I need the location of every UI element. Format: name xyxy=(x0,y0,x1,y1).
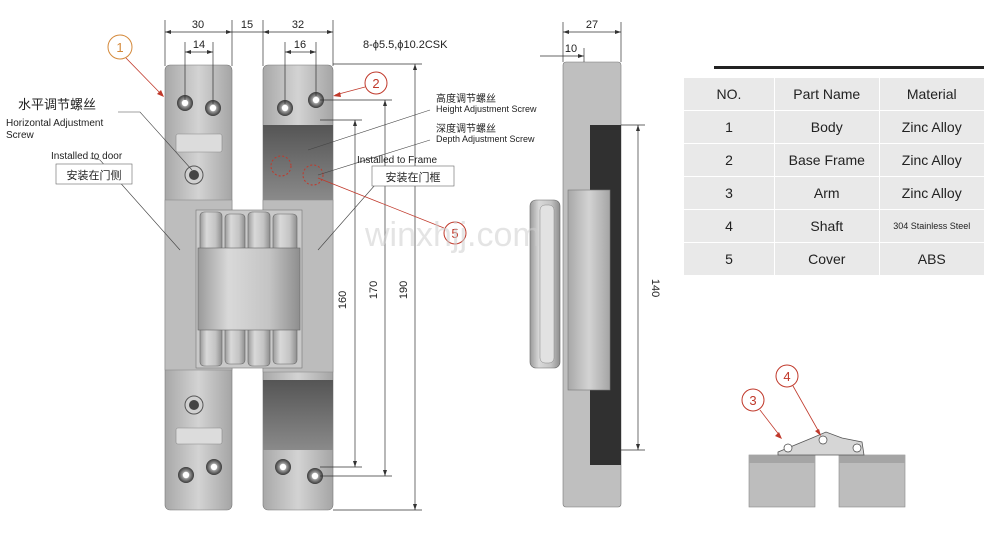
label-door-cn: 安装在门侧 xyxy=(67,168,122,182)
dim-170: 170 xyxy=(368,281,380,299)
header-no: NO. xyxy=(684,78,775,111)
dimension-arrowheads xyxy=(165,30,640,510)
callout-2: 2 xyxy=(333,71,388,97)
label-horizontal-cn: 水平调节螺丝 xyxy=(18,98,96,113)
label-door-cn-box xyxy=(55,163,133,185)
row-2-material: Zinc Alloy xyxy=(878,143,984,177)
watermark: winxhjj.com xyxy=(364,216,541,254)
row-1-material: Zinc Alloy xyxy=(878,110,984,144)
row-5-no: 5 xyxy=(684,242,775,276)
dimension-lines xyxy=(164,20,645,511)
callout-1-number: 1 xyxy=(116,40,123,55)
callout-4-number: 4 xyxy=(783,369,790,384)
header-material: Material xyxy=(878,78,984,111)
row-3-material: Zinc Alloy xyxy=(878,176,984,210)
dim-140: 140 xyxy=(649,279,661,297)
hinge-knuckle-assembly xyxy=(195,209,303,369)
label-depth-en: Depth Adjustment Screw xyxy=(436,134,535,144)
row-2-part: Base Frame xyxy=(774,143,880,177)
dim-right-width: 32 xyxy=(292,19,304,31)
table-top-rule xyxy=(714,66,984,69)
parts-material-table: NO. Part Name Material 1 Body Zinc Alloy… xyxy=(684,78,984,276)
dim-left-hole-spacing: 14 xyxy=(193,39,205,51)
label-frame-cn-box xyxy=(371,165,455,187)
section-view xyxy=(748,431,906,508)
callout-3: 3 xyxy=(741,388,782,439)
dim-190: 190 xyxy=(398,281,410,299)
dim-gap: 15 xyxy=(241,19,253,31)
callout-1: 1 xyxy=(107,34,164,97)
table-row: 1 Body Zinc Alloy xyxy=(684,110,984,144)
callout-3-number: 3 xyxy=(749,393,756,408)
label-horizontal-en: Horizontal Adjustment Screw xyxy=(6,118,106,141)
callout-5-number: 5 xyxy=(451,226,458,241)
label-frame-cn: 安装在门框 xyxy=(386,170,441,184)
dim-right-hole-spacing: 16 xyxy=(294,39,306,51)
label-height-en: Height Adjustment Screw xyxy=(436,104,537,114)
callout-2-number: 2 xyxy=(372,76,379,91)
leader-lines xyxy=(89,109,431,251)
row-3-no: 3 xyxy=(684,176,775,210)
table-header-row: NO. Part Name Material xyxy=(684,78,984,111)
row-4-no: 4 xyxy=(684,209,775,243)
dim-left-width: 30 xyxy=(192,19,204,31)
dim-hole-spec: 8-ϕ5.5,ϕ10.2CSK xyxy=(363,39,448,51)
row-5-material: ABS xyxy=(878,242,984,276)
table-row: 3 Arm Zinc Alloy xyxy=(684,176,984,210)
row-1-no: 1 xyxy=(684,110,775,144)
dim-side-flange: 10 xyxy=(565,43,577,55)
callout-4: 4 xyxy=(775,364,821,436)
label-door-en: Installed to door xyxy=(51,151,123,162)
label-frame-en: Installed to Frame xyxy=(357,155,437,166)
row-5-part: Cover xyxy=(774,242,880,276)
row-4-part: Shaft xyxy=(774,209,880,243)
row-3-part: Arm xyxy=(774,176,880,210)
row-4-material: 304 Stainless Steel xyxy=(878,209,984,243)
table-row: 4 Shaft 304 Stainless Steel xyxy=(684,209,984,243)
label-depth-cn: 深度调节螺丝 xyxy=(436,122,496,135)
row-2-no: 2 xyxy=(684,143,775,177)
dim-side-total: 27 xyxy=(586,19,598,31)
label-horizontal-en-line2: Screw xyxy=(6,130,35,141)
dim-160: 160 xyxy=(337,291,349,309)
callout-5: 5 xyxy=(317,177,467,245)
header-part-name: Part Name xyxy=(774,78,880,111)
side-view xyxy=(529,61,622,508)
table-row: 5 Cover ABS xyxy=(684,242,984,276)
table-row: 2 Base Frame Zinc Alloy xyxy=(684,143,984,177)
row-1-part: Body xyxy=(774,110,880,144)
label-height-cn: 高度调节螺丝 xyxy=(436,92,496,105)
